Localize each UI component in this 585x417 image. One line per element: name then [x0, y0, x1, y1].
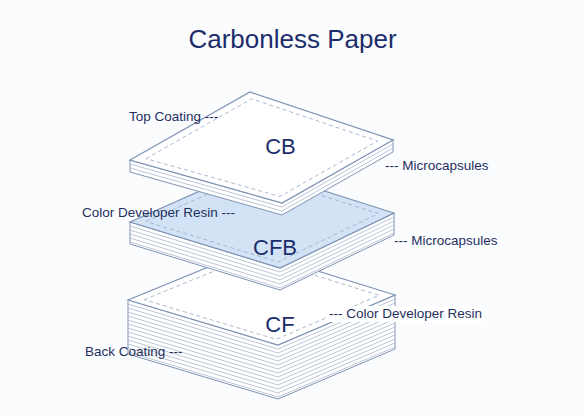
layer-label: --- Microcapsules	[392, 233, 500, 249]
layer-label: --- Microcapsules	[383, 158, 491, 174]
layer-label: Top Coating ---	[127, 109, 220, 125]
diagram-title: Carbonless Paper	[0, 24, 585, 55]
paper-sheet: CB	[259, 131, 302, 163]
layer-label: Back Coating ---	[83, 344, 185, 360]
layer-label: Color Developer Resin ---	[80, 205, 237, 221]
sheet-code: CB	[265, 134, 296, 160]
layer-label: --- Color Developer Resin	[327, 306, 484, 322]
paper-sheet: CF	[259, 309, 301, 341]
paper-sheet: CFB	[247, 232, 303, 264]
sheet-code: CF	[265, 312, 294, 338]
sheet-code: CFB	[253, 235, 297, 261]
sheet-face	[130, 92, 393, 203]
stack-line	[130, 229, 394, 284]
